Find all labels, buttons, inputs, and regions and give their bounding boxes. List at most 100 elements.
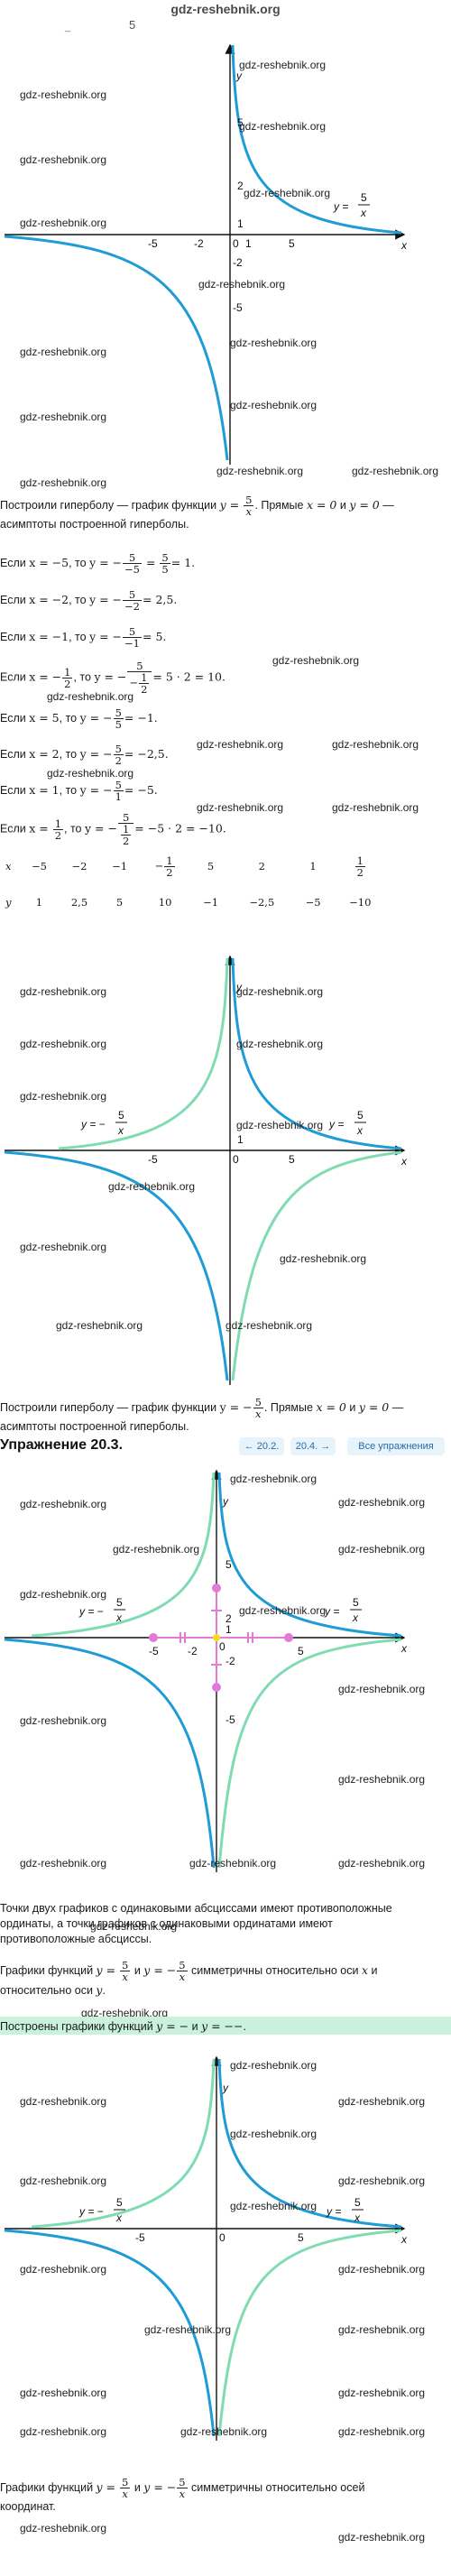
pos-branch-q1: [217, 2058, 402, 2229]
svg-text:5: 5: [354, 2196, 361, 2209]
graph-formula-num: 5: [361, 191, 367, 204]
tick-label: 1: [237, 217, 244, 230]
graph-formula-den: x: [360, 207, 367, 219]
table-cell: −2: [71, 860, 87, 873]
table-row-y: y 1 2,5 5 10 −1 −2,5 −5 −10: [0, 884, 388, 920]
watermark: gdz-reshebnik.org: [230, 2059, 318, 2072]
watermark: gdz-reshebnik.org: [338, 2323, 426, 2336]
watermark: gdz-reshebnik.org: [47, 767, 134, 780]
watermark: gdz-reshebnik.org: [113, 1543, 200, 1556]
svg-text:5: 5: [289, 1153, 295, 1166]
calc-row-3: Если x = −1, то y = −5−1= 5.: [0, 625, 167, 650]
svg-text:y = −: y = −: [78, 1605, 104, 1618]
watermark: gdz-reshebnik.org: [280, 1252, 367, 1265]
tick-label: -5: [148, 237, 158, 250]
svg-text:x: x: [400, 1155, 408, 1168]
watermark: gdz-reshebnik.org: [236, 985, 324, 998]
svg-text:y =: y =: [324, 1605, 339, 1618]
table-cell: −2,5: [249, 896, 275, 909]
hyperbola-branch-q1: [231, 44, 402, 235]
svg-text:x: x: [352, 1611, 359, 1624]
watermark: gdz-reshebnik.org: [236, 1038, 324, 1050]
calc-row-2: Если x = −2, то y = −5−2= 2,5.: [0, 588, 178, 613]
graph-formula: y =: [333, 200, 348, 213]
neg-branch-q4: [231, 1150, 402, 1381]
svg-text:1: 1: [237, 1133, 244, 1146]
neg-branch-q2: [58, 957, 229, 1150]
tick-label: -5: [233, 301, 243, 314]
neg-branch-q2: [31, 1472, 216, 1638]
watermark: gdz-reshebnik.org: [239, 59, 327, 71]
watermark: gdz-reshebnik.org: [90, 1920, 178, 1933]
svg-text:5: 5: [118, 1109, 124, 1122]
svg-text:y = −: y = −: [78, 2205, 104, 2218]
highlight-bar: [0, 2017, 451, 2035]
watermark: gdz-reshebnik.org: [20, 2174, 107, 2187]
table-cell: −5: [31, 860, 47, 873]
watermark: gdz-reshebnik.org: [338, 2387, 426, 2399]
watermark: gdz-reshebnik.org: [180, 2425, 268, 2438]
watermark: gdz-reshebnik.org: [20, 2387, 107, 2399]
watermark: gdz-reshebnik.org: [226, 1319, 313, 1332]
graph-2: x y 0 -5 5 1 y = − 5 x y = 5 x gdz-reshe…: [0, 947, 451, 1390]
table-cell: −1: [203, 896, 219, 909]
tick-label: 5: [289, 237, 295, 250]
watermark: gdz-reshebnik.org: [338, 1496, 426, 1509]
paragraph-5: Построены графики функций y = − и y = −−…: [0, 2019, 246, 2033]
table-cell: 5: [207, 860, 215, 873]
svg-text:y =: y =: [328, 1118, 344, 1131]
header-dash: _: [65, 22, 71, 32]
pos-branch-q3: [4, 2229, 216, 2437]
next-exercise-button[interactable]: 20.4. →: [290, 1437, 336, 1455]
watermark: gdz-reshebnik.org: [230, 337, 318, 349]
watermark: gdz-reshebnik.org: [216, 465, 304, 477]
svg-text:-2: -2: [226, 1655, 235, 1667]
svg-text:5: 5: [298, 2231, 304, 2244]
svg-text:-5: -5: [148, 1153, 158, 1166]
watermark: gdz-reshebnik.org: [20, 2522, 107, 2534]
watermark: gdz-reshebnik.org: [338, 1683, 426, 1695]
svg-text:5: 5: [298, 1645, 304, 1657]
neg-branch-q4: [217, 1638, 402, 1869]
paragraph-1: Построили гиперболу — график функции y =…: [0, 494, 394, 531]
table-cell: 1: [309, 860, 317, 873]
watermark: gdz-reshebnik.org: [272, 654, 360, 667]
tick-label: 0: [233, 237, 239, 250]
table-cell: −5: [305, 896, 321, 909]
graph-2-svg: x y 0 -5 5 1 y = − 5 x y = 5 x: [4, 955, 408, 1385]
graph-4-svg: x y 0 -5 5 y = − 5 x y = 5 x: [4, 2055, 408, 2441]
paragraph-3: Точки двух графиков с одинаковыми абсцис…: [0, 1902, 392, 1945]
watermark: gdz-reshebnik.org: [56, 1319, 143, 1332]
neg-branch-q2: [31, 2058, 216, 2229]
svg-text:0: 0: [219, 2231, 226, 2244]
watermark: gdz-reshebnik.org: [20, 88, 107, 101]
watermark: gdz-reshebnik.org: [81, 2007, 169, 2019]
svg-text:-5: -5: [135, 2231, 145, 2244]
pos-branch-q3: [4, 1638, 216, 1869]
prev-exercise-button[interactable]: ← 20.2.: [239, 1437, 284, 1455]
svg-text:0: 0: [233, 1153, 239, 1166]
all-exercises-button[interactable]: Все упражнения: [347, 1437, 445, 1455]
tick-label: 2: [237, 180, 244, 192]
watermark: gdz-reshebnik.org: [197, 738, 284, 751]
svg-text:5: 5: [226, 1558, 232, 1571]
watermark: gdz-reshebnik.org: [230, 2200, 318, 2212]
svg-text:x: x: [400, 1642, 408, 1655]
graph-4: x y 0 -5 5 y = − 5 x y = 5 x gdz-reshebn…: [0, 2048, 451, 2445]
watermark: gdz-reshebnik.org: [20, 2095, 107, 2108]
graph-3-svg: x y 0 -5 -2 5 2 1 -2 5 -5 y = − 5 x y = …: [4, 1469, 408, 1872]
table-cell: 1: [35, 896, 43, 909]
watermark: gdz-reshebnik.org: [338, 2174, 426, 2187]
watermark: gdz-reshebnik.org: [20, 411, 107, 423]
watermark: gdz-reshebnik.org: [338, 1773, 426, 1786]
site-logo-text[interactable]: gdz-reshebnik.org: [170, 2, 281, 16]
tick-label: 1: [245, 237, 252, 250]
